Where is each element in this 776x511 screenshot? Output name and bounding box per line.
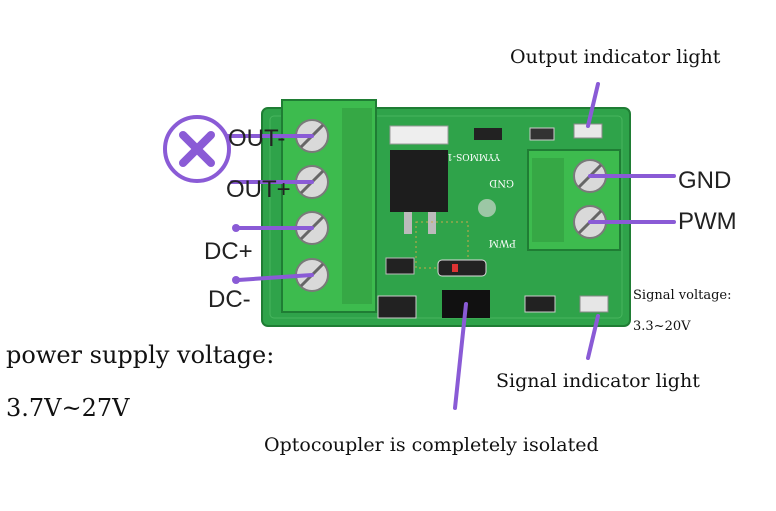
label-dc-plus: DC+ bbox=[204, 238, 253, 265]
board-components: YYMMOS-1 GND PWM bbox=[377, 123, 609, 319]
left-terminal-block bbox=[281, 99, 377, 313]
label-pwm: PWM bbox=[678, 208, 737, 235]
cross-circle-icon bbox=[163, 115, 314, 183]
silk-pwm: PWM bbox=[489, 237, 516, 248]
silk-gnd: GND bbox=[489, 177, 514, 188]
label-signal-voltage-title: Signal voltage: bbox=[633, 288, 732, 303]
label-out-plus: OUT+ bbox=[226, 176, 291, 203]
label-power-supply-title: power supply voltage: bbox=[6, 341, 274, 369]
label-out-minus: OUT- bbox=[228, 125, 285, 152]
label-output-indicator: Output indicator light bbox=[510, 46, 721, 68]
label-optocoupler: Optocoupler is completely isolated bbox=[264, 434, 599, 456]
right-terminal-block bbox=[527, 149, 621, 251]
annotation-leaders bbox=[230, 82, 676, 410]
label-signal-voltage-value: 3.3~20V bbox=[633, 319, 691, 334]
label-signal-indicator: Signal indicator light bbox=[496, 370, 700, 392]
label-power-supply-value: 3.7V~27V bbox=[6, 394, 130, 422]
label-dc-minus: DC- bbox=[208, 286, 251, 313]
silk-model: YYMMOS-1 bbox=[447, 151, 501, 161]
label-gnd: GND bbox=[678, 167, 731, 194]
